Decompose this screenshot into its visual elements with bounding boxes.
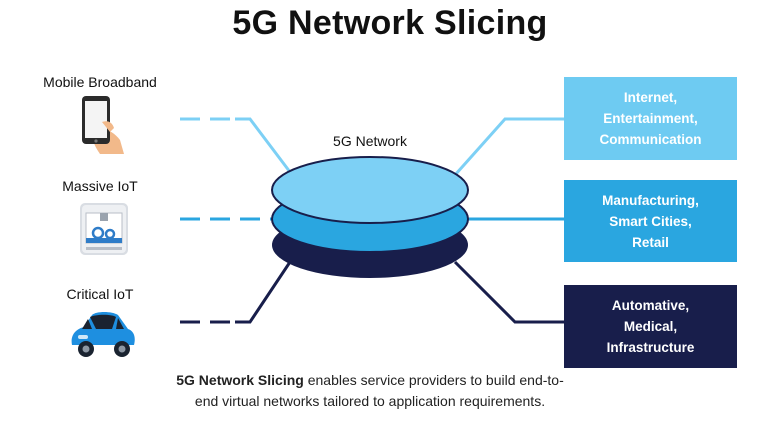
car-icon	[71, 312, 135, 357]
slice-box-automative-text: Automative, Medical, Infrastructure	[606, 298, 695, 355]
connector-right-top	[453, 117, 564, 176]
connector-left-bottom-diag	[235, 261, 292, 324]
smartphone-hand-icon	[82, 96, 124, 154]
slice-box-internet-text: Internet, Entertainment, Communication	[599, 90, 702, 147]
label-massive-iot: Massive IoT	[62, 178, 138, 194]
caption: 5G Network Slicing enables service provi…	[170, 370, 570, 412]
page-title: 5G Network Slicing	[232, 4, 548, 42]
network-label: 5G Network	[333, 133, 407, 149]
slice-disc-light	[271, 156, 469, 224]
slice-box-manufacturing: Manufacturing, Smart Cities, Retail	[564, 180, 737, 262]
slice-box-automative: Automative, Medical, Infrastructure	[564, 285, 737, 368]
factory-machine-icon	[80, 203, 128, 255]
label-critical-iot: Critical IoT	[66, 286, 134, 302]
label-mobile-broadband: Mobile Broadband	[43, 74, 157, 90]
caption-bold: 5G Network Slicing	[176, 372, 304, 388]
caption-rest: enables service providers to build end-t…	[194, 372, 564, 409]
connector-right-bottom	[453, 260, 564, 324]
slice-box-internet: Internet, Entertainment, Communication	[564, 77, 737, 160]
connector-left-top-diag	[235, 117, 292, 173]
slice-box-manufacturing-text: Manufacturing, Smart Cities, Retail	[602, 192, 699, 250]
